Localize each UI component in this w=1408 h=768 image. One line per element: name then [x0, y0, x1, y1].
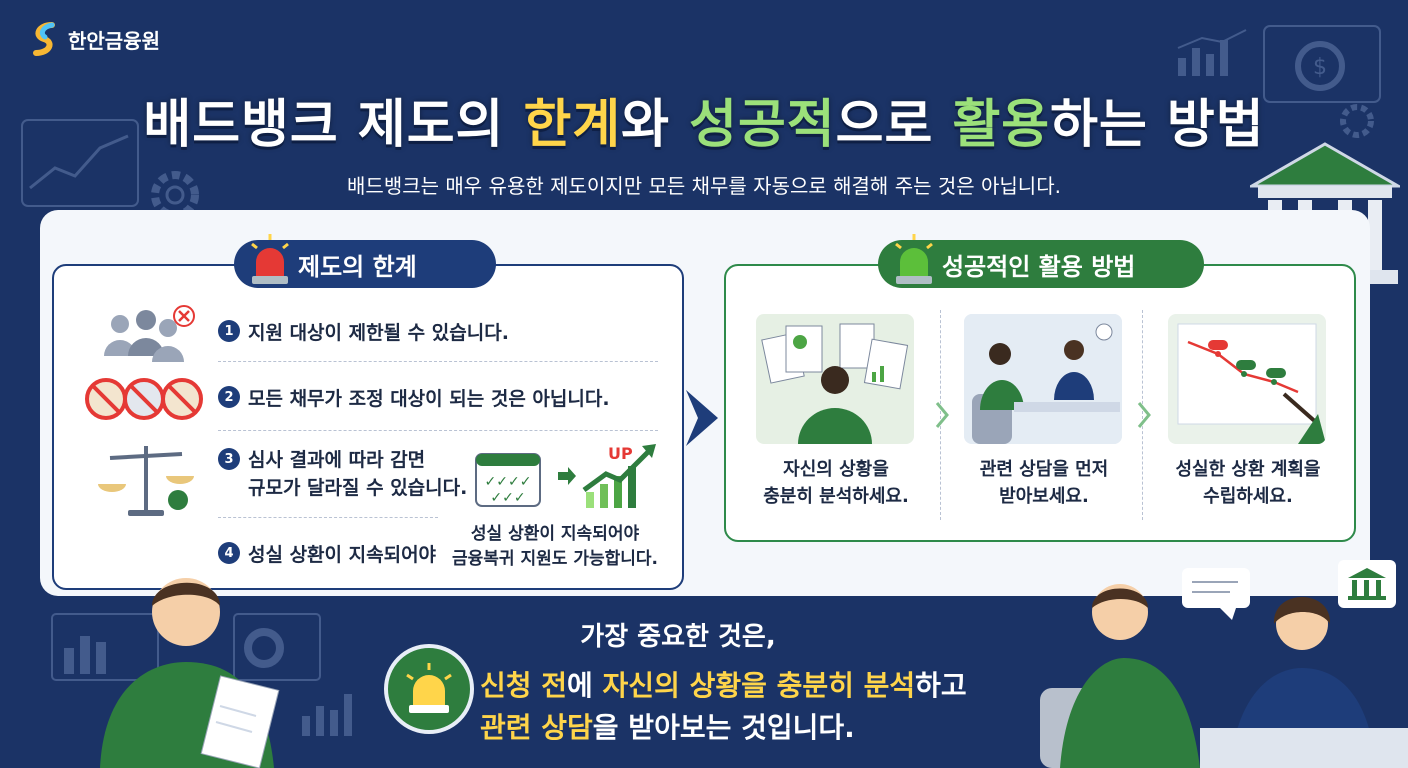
- analyze-documents-icon: [761, 323, 909, 444]
- bg-analytics-icon: [51, 613, 159, 681]
- red-siren-icon: [251, 234, 289, 284]
- step-1-image: [756, 314, 914, 444]
- calendar-check-icon: ✓✓✓✓ ✓✓✓: [475, 453, 541, 507]
- consultation-icon: [964, 314, 1122, 444]
- bank-bubble-icon: [1338, 560, 1396, 608]
- growth-up-icon: [582, 444, 656, 508]
- divider: [940, 310, 941, 520]
- logo-swoosh-icon: [33, 22, 55, 56]
- divider: [1142, 310, 1143, 520]
- yellow-siren-icon: [406, 663, 452, 713]
- scales-icon: [98, 446, 194, 516]
- consultation-illustration: [1040, 584, 1408, 768]
- bg-dollar-screen-icon: $: [1263, 25, 1381, 103]
- speech-bubble-icon: [1182, 568, 1250, 620]
- limit-note: 성실 상환이 지속되어야 금융복귀 지원도 가능합니다.: [452, 524, 658, 569]
- chevron-right-icon: [1137, 402, 1151, 428]
- up-label: UP: [608, 444, 633, 463]
- arrow-right-icon: [558, 467, 576, 485]
- bg-gear-icon-2: [1340, 104, 1374, 138]
- limits-heading: 제도의 한계: [234, 234, 496, 288]
- svg-text:✓✓✓✓: ✓✓✓✓: [485, 474, 532, 490]
- limits-box: [52, 264, 684, 590]
- bottom-message-line-2: 관련 상담을 받아보는 것입니다.: [480, 711, 855, 744]
- divider: [218, 361, 658, 362]
- svg-text:✓✓✓: ✓✓✓: [490, 490, 525, 506]
- chevron-right-icon: [686, 390, 718, 446]
- brand-logo[interactable]: 한안금융원: [30, 22, 160, 56]
- person-writing-illustration: [100, 578, 280, 768]
- page-title: 배드뱅크 제도의 한계와 성공적으로 활용하는 방법: [143, 95, 1265, 155]
- svg-text:$: $: [1313, 55, 1327, 80]
- chevron-right-icon: [935, 402, 949, 428]
- brand-name: 한안금융원: [68, 28, 160, 53]
- bottom-lead: 가장 중요한 것은,: [580, 622, 776, 652]
- green-siren-icon: [895, 234, 933, 284]
- page-subtitle: 배드뱅크는 매우 유용한 제도이지만 모든 채무를 자동으로 해결해 주는 것은…: [347, 174, 1061, 198]
- bg-chart-icon: [21, 119, 139, 207]
- alarm-badge: [384, 644, 474, 734]
- no-assets-icon: [85, 378, 203, 420]
- success-heading: 성공적인 활용 방법: [878, 234, 1204, 288]
- bg-donut-icon: [233, 613, 321, 681]
- divider: [218, 517, 438, 518]
- people-excluded-icon: [104, 305, 195, 362]
- bg-growth-icon: [302, 694, 352, 736]
- step-2-image: [964, 314, 1122, 444]
- bottom-message-line-1: 신청 전에 자신의 상황을 충분히 분석하고: [480, 669, 967, 702]
- divider: [218, 430, 658, 431]
- bg-bar-chart-icon: [1177, 29, 1247, 76]
- repayment-plan-chart-icon: [1177, 323, 1326, 444]
- step-3-image: [1168, 314, 1326, 444]
